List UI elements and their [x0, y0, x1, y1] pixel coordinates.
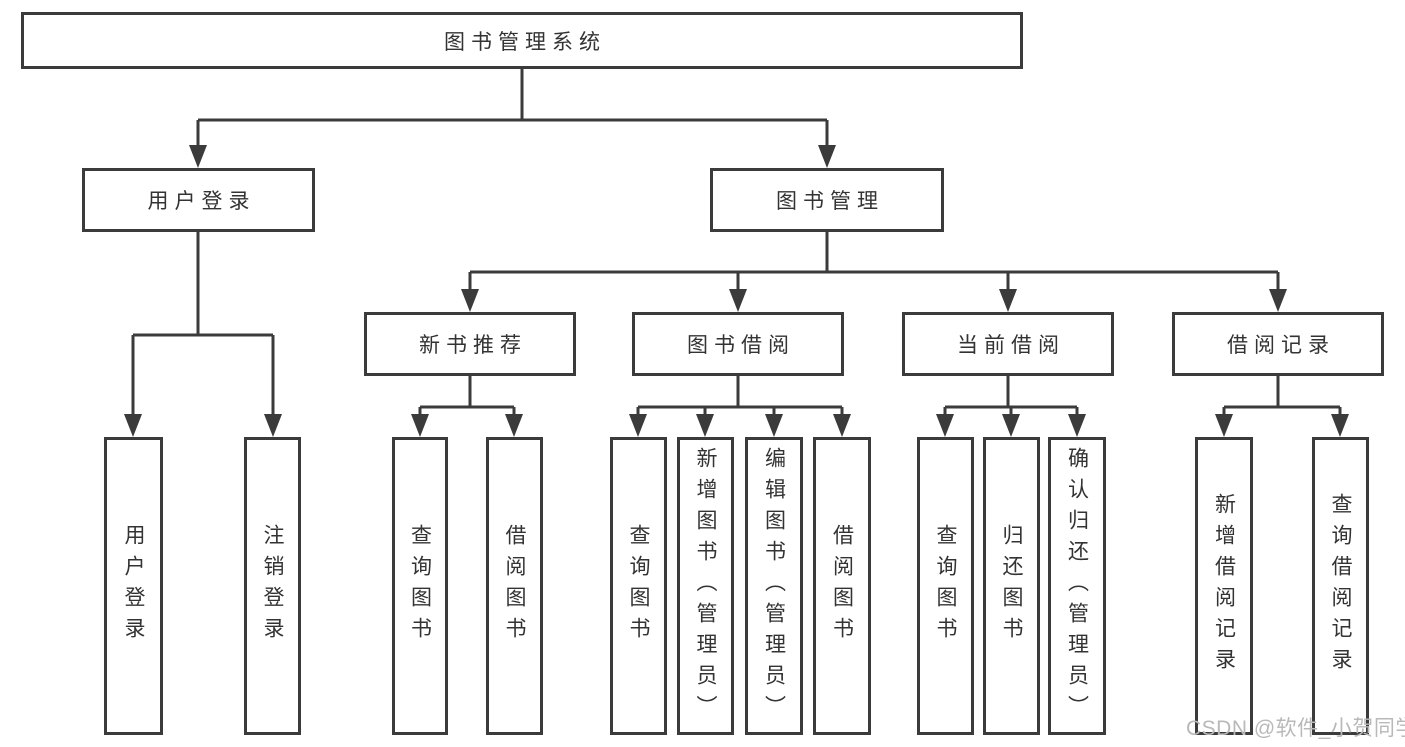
- node-user-login: 用户登录: [82, 168, 315, 232]
- leaf-label: 归还图书: [1000, 524, 1023, 648]
- arrowhead-icon: [1269, 289, 1287, 312]
- leaf-current-query-books: 查询图书: [917, 437, 974, 735]
- leaf-label: 借阅图书: [503, 524, 526, 648]
- connector-book-mgmt-branch: [468, 232, 1280, 307]
- leaf-label: 编辑图书（管理员）: [762, 446, 786, 726]
- node-new-book-recommend: 新书推荐: [364, 312, 576, 376]
- node-borrow-records: 借阅记录: [1172, 312, 1384, 376]
- leaf-recommend-query-books: 查询图书: [392, 437, 448, 735]
- leaf-label: 查询借阅记录: [1329, 493, 1352, 679]
- leaf-label: 新增图书（管理员）: [694, 446, 717, 726]
- connector-user-login-branch: [131, 232, 275, 432]
- leaf-label: 用户登录: [122, 524, 145, 648]
- arrowhead-icon: [999, 289, 1017, 312]
- arrowhead-icon: [936, 414, 954, 437]
- leaf-user-login: 用户登录: [104, 437, 163, 735]
- leaf-borrow-query-books: 查询图书: [610, 437, 667, 735]
- arrowhead-icon: [1215, 414, 1233, 437]
- leaf-recommend-borrow-books: 借阅图书: [486, 437, 543, 735]
- leaf-label: 确认归还（管理员）: [1065, 446, 1089, 726]
- arrowhead-icon: [1002, 414, 1020, 437]
- leaf-return-book: 归还图书: [983, 437, 1040, 735]
- leaf-logout: 注销登录: [244, 437, 301, 735]
- leaf-label: 查询图书: [627, 524, 650, 648]
- arrowhead-icon: [629, 414, 647, 437]
- leaf-label: 新增借阅记录: [1212, 493, 1236, 679]
- arrowhead-icon: [729, 289, 747, 312]
- arrowhead-icon: [264, 414, 282, 437]
- leaf-add-book-admin: 新增图书（管理员）: [677, 437, 734, 735]
- connector-records-branch: [1222, 376, 1342, 432]
- node-current-borrow: 当前借阅: [902, 312, 1114, 376]
- arrowhead-icon: [696, 414, 714, 437]
- arrowhead-icon: [124, 414, 142, 437]
- arrowhead-icon: [765, 414, 783, 437]
- leaf-confirm-return-admin: 确认归还（管理员）: [1048, 437, 1106, 735]
- arrowhead-icon: [1331, 414, 1349, 437]
- node-book-management: 图书管理: [710, 168, 944, 232]
- leaf-query-borrow-record: 查询借阅记录: [1312, 437, 1369, 735]
- arrowhead-icon: [818, 145, 836, 168]
- leaf-label: 查询图书: [934, 524, 957, 648]
- arrowhead-icon: [189, 145, 207, 168]
- node-book-borrow: 图书借阅: [632, 312, 844, 376]
- leaf-label: 注销登录: [261, 524, 284, 648]
- arrowhead-icon: [411, 414, 429, 437]
- connector-borrow-branch: [636, 376, 844, 432]
- arrowhead-icon: [833, 414, 851, 437]
- leaf-label: 借阅图书: [830, 524, 854, 648]
- node-library-management-system: 图书管理系统: [21, 12, 1023, 69]
- leaf-edit-book-admin: 编辑图书（管理员）: [745, 437, 803, 735]
- watermark: CSDN @软件_小贺同学: [1186, 717, 1405, 740]
- connector-recommend-branch: [418, 376, 516, 432]
- leaf-label: 查询图书: [408, 524, 432, 648]
- arrowhead-icon: [461, 289, 479, 312]
- arrowhead-icon: [1068, 414, 1086, 437]
- arrowhead-icon: [505, 414, 523, 437]
- leaf-add-borrow-record: 新增借阅记录: [1195, 437, 1253, 735]
- leaf-borrow-borrow-books: 借阅图书: [813, 437, 871, 735]
- connector-root-branch: [196, 69, 829, 163]
